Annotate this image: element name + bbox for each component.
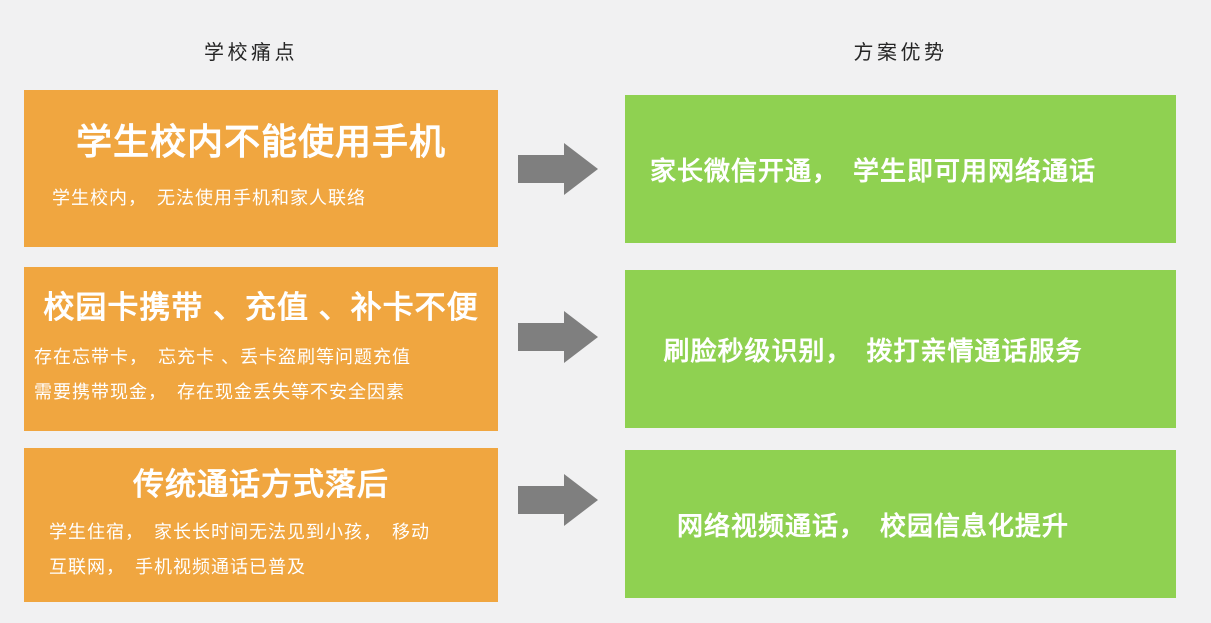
pain-box-outdated-calls: 传统通话方式落后 学生住宿， 家长长时间无法见到小孩， 移动 互联网， 手机视频… xyxy=(24,448,498,602)
pain-title: 传统通话方式落后 xyxy=(133,467,389,502)
pain-title: 学生校内不能使用手机 xyxy=(75,121,446,162)
pain-title: 校园卡携带 、充值 、补卡不便 xyxy=(43,290,479,325)
advantage-label: 家长微信开通， 学生即可用网络通话 xyxy=(649,155,1096,186)
right-arrow-icon xyxy=(518,474,598,526)
right-arrow-icon xyxy=(518,311,598,363)
pain-box-no-phones: 学生校内不能使用手机 学生校内， 无法使用手机和家人联络 xyxy=(24,90,498,247)
pain-box-campus-card: 校园卡携带 、充值 、补卡不便 存在忘带卡， 忘充卡 、丢卡盗刷等问题充值 需要… xyxy=(24,267,498,431)
right-arrow-icon xyxy=(518,143,598,195)
advantage-label: 网络视频通话， 校园信息化提升 xyxy=(676,510,1069,541)
advantage-box-wechat-calls: 家长微信开通， 学生即可用网络通话 xyxy=(625,95,1176,243)
pain-description: 学生校内， 无法使用手机和家人联络 xyxy=(52,188,366,209)
pain-points-column-heading: 学校痛点 xyxy=(204,42,298,64)
advantage-box-video-calls: 网络视频通话， 校园信息化提升 xyxy=(625,450,1176,598)
advantage-label: 刷脸秒级识别， 拨打亲情通话服务 xyxy=(663,335,1083,366)
pain-description: 存在忘带卡， 忘充卡 、丢卡盗刷等问题充值 需要携带现金， 存在现金丢失等不安全… xyxy=(34,347,411,403)
advantages-column-heading: 方案优势 xyxy=(853,42,948,64)
pain-description: 学生住宿， 家长长时间无法见到小孩， 移动 互联网， 手机视频通话已普及 xyxy=(49,522,430,578)
advantage-box-face-recognition: 刷脸秒级识别， 拨打亲情通话服务 xyxy=(625,270,1176,428)
